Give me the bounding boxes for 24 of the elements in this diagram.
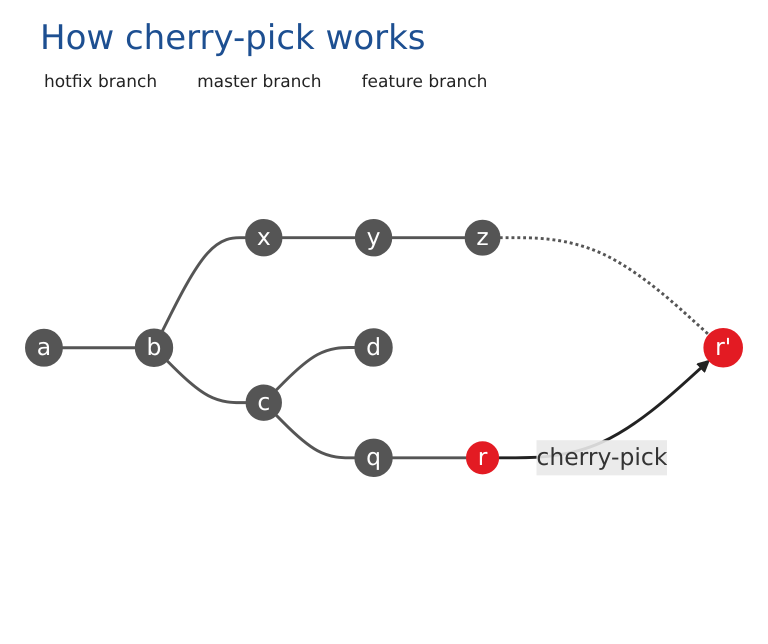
connector: [62, 346, 136, 350]
node-circle: r': [703, 328, 743, 368]
connector: [282, 236, 356, 240]
node-circle: c: [246, 384, 282, 421]
branch-label: hotfix branch: [44, 72, 158, 92]
node-circle: r: [466, 441, 500, 474]
connector: [392, 456, 467, 460]
diagram-title: How cherry-pick works: [40, 18, 426, 58]
connector: [160, 236, 246, 332]
node-circle: x: [245, 219, 282, 256]
node-circle: q: [354, 438, 393, 477]
node-circle: y: [354, 219, 392, 256]
node-circle: z: [464, 220, 500, 256]
branch-label: master branch: [197, 72, 322, 92]
connector: [500, 236, 710, 336]
node-circle: d: [354, 328, 393, 367]
node-circle: a: [25, 328, 63, 367]
branch-label: feature branch: [362, 72, 488, 92]
connector: [275, 414, 356, 460]
edge-label: cherry-pick: [536, 443, 668, 471]
connector: [166, 360, 246, 404]
connector: [275, 346, 356, 392]
connector: [392, 236, 466, 240]
node-circle: b: [134, 328, 174, 367]
